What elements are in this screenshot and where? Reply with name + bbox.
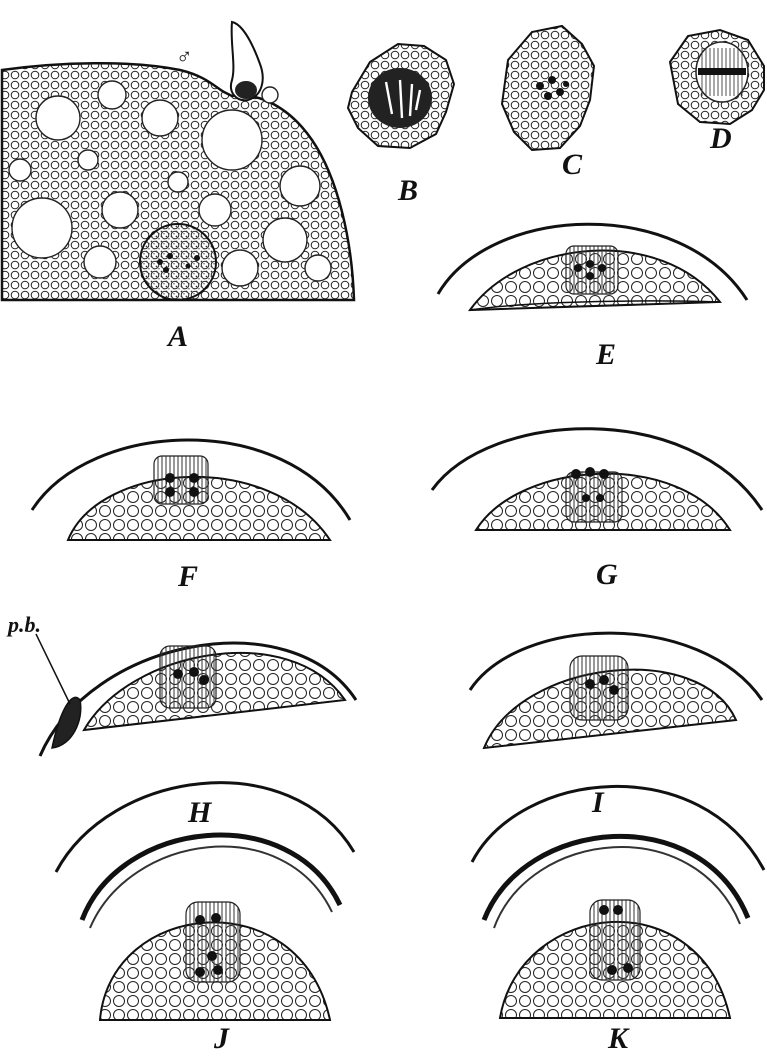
label-f: F — [178, 562, 198, 592]
label-d: D — [710, 124, 732, 154]
figure-c-cell — [502, 26, 594, 150]
label-j: J — [214, 1024, 229, 1054]
figure-k-section — [472, 786, 764, 1018]
label-g: G — [596, 560, 618, 590]
figure-e-section — [438, 224, 747, 310]
polar-body-label: p.b. — [8, 614, 41, 636]
label-a: A — [168, 322, 188, 352]
figure-i-section — [470, 633, 762, 748]
label-k: K — [608, 1024, 628, 1054]
male-symbol: ♂ — [176, 44, 193, 69]
label-c: C — [562, 150, 582, 180]
label-e: E — [596, 340, 616, 370]
label-h: H — [188, 798, 211, 828]
label-i: I — [592, 788, 604, 818]
egg-nucleus — [140, 224, 216, 300]
label-b: B — [398, 176, 418, 206]
figure-g-section — [432, 429, 762, 530]
figure-h-section — [36, 634, 356, 756]
figure-d-cell — [670, 30, 764, 124]
figure-f-section — [32, 440, 350, 540]
figure-b-cell — [348, 44, 454, 148]
